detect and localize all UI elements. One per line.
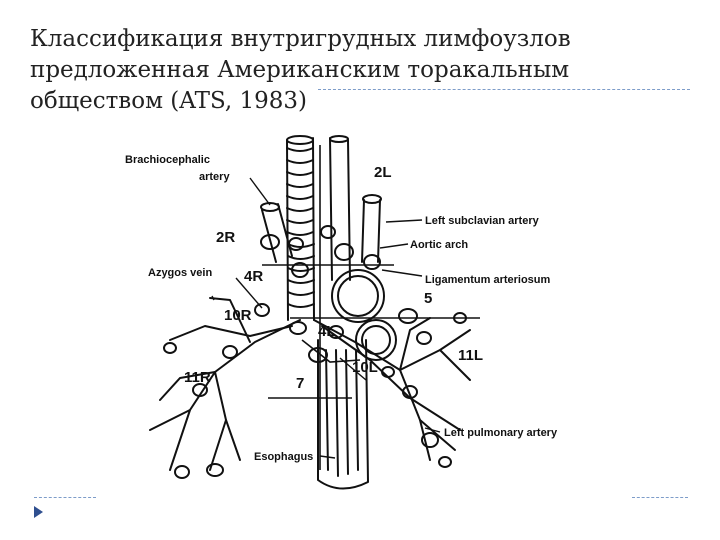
station-2L: 2L	[374, 164, 392, 181]
station-5: 5	[424, 290, 432, 307]
left-subclavian-vessel	[361, 194, 382, 263]
station-7: 7	[296, 375, 304, 392]
station-4R: 4R	[244, 268, 263, 285]
label-azygos-vein: Azygos vein	[148, 267, 212, 279]
pulmonary-ring	[355, 319, 397, 361]
aortic-arch-node	[331, 269, 385, 323]
station-10R: 10R	[224, 307, 252, 324]
esophagus	[317, 135, 369, 490]
label-ligamentum-arteriosum: Ligamentum arteriosum	[425, 274, 551, 286]
title-line-1: Классификация внутригрудных лимфоузлов	[30, 26, 571, 52]
slide-title: Классификация внутригрудных лимфоузлов п…	[30, 24, 670, 117]
slide-bullet-icon	[34, 506, 43, 518]
station-lines	[262, 145, 480, 470]
footer-divider-left	[34, 497, 96, 498]
station-4L: 4L	[318, 323, 336, 340]
station-2R: 2R	[216, 229, 235, 246]
label-left-subclavian-artery: Left subclavian artery	[425, 215, 540, 227]
label-brachiocephalic-1: Brachiocephalic	[125, 154, 210, 166]
label-brachiocephalic-2: artery	[199, 171, 230, 183]
lymph-nodes	[163, 225, 467, 479]
right-bronchial-tree	[149, 297, 301, 471]
trachea	[286, 135, 315, 321]
station-10L: 10L	[352, 359, 378, 376]
station-11L: 11L	[458, 347, 483, 364]
leader-lines	[211, 177, 441, 459]
label-esophagus: Esophagus	[254, 451, 313, 463]
station-11R: 11R	[184, 369, 211, 386]
title-line-2: предложенная Американским торакальным	[30, 57, 570, 83]
label-left-pulmonary-artery: Left pulmonary artery	[444, 427, 558, 439]
footer-divider-right	[632, 497, 688, 498]
label-aortic-arch: Aortic arch	[410, 239, 468, 251]
title-line-3: обществом (ATS, 1983)	[30, 88, 308, 114]
title-divider	[318, 89, 690, 90]
